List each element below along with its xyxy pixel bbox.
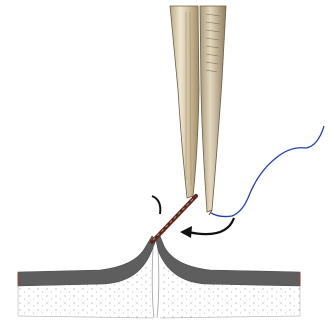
suture-thread — [211, 126, 324, 217]
rotation-arrowhead — [180, 226, 192, 238]
wound-cleft — [152, 248, 159, 318]
needle-guide-arc — [152, 196, 160, 214]
forceps-icon — [170, 6, 226, 215]
rotation-arrow-curve — [188, 218, 234, 234]
tissue-layer — [18, 236, 300, 318]
forceps-left-jaw — [170, 6, 199, 198]
forceps-right-jaw — [200, 6, 226, 212]
rotation-arrow-icon — [180, 218, 234, 238]
tissue-lower-border — [18, 316, 300, 318]
